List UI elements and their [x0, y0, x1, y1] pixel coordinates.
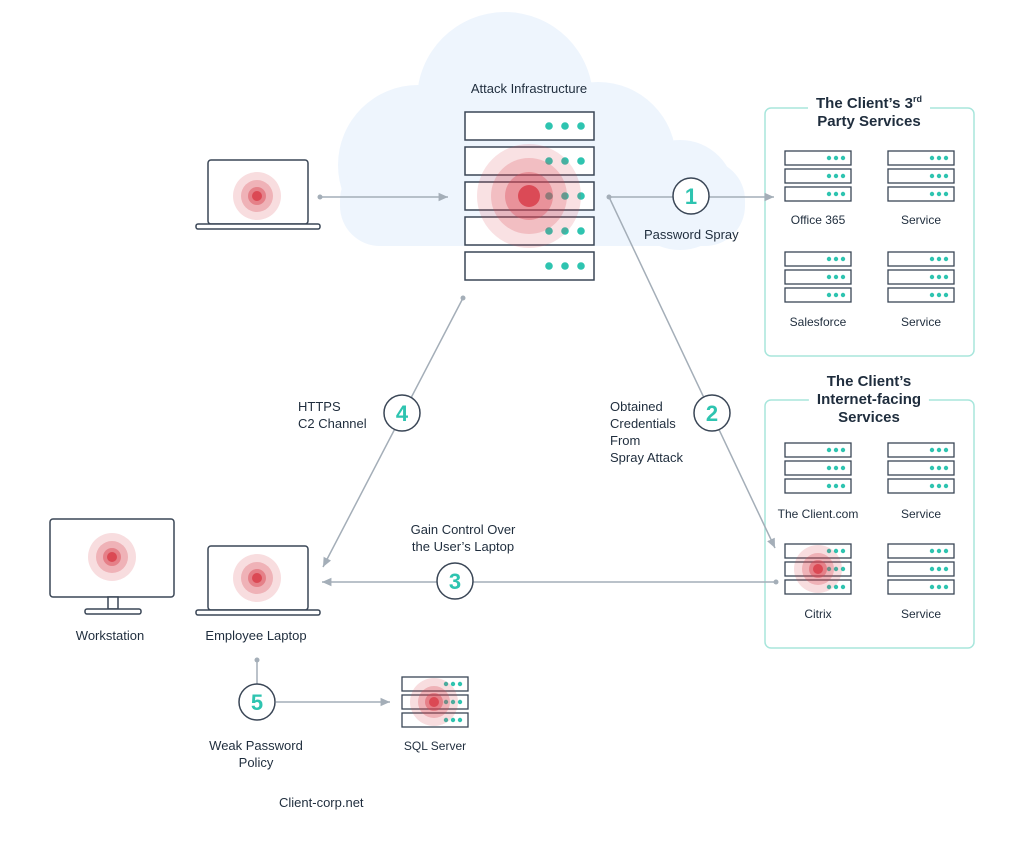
service-label-office365: Office 365 — [790, 213, 846, 227]
service-label-internet-1: Service — [900, 507, 942, 521]
workstation-icon — [49, 518, 175, 615]
step-2-number: 2 — [706, 401, 718, 426]
third-party-title-sup: rd — [912, 94, 922, 104]
internet-title-line1: The Client’s — [826, 373, 912, 390]
employee-laptop-label: Employee Laptop — [205, 628, 307, 643]
internet-service-2-icon — [888, 544, 954, 594]
citrix-target-icon — [794, 545, 842, 593]
service-label-internet-2: Service — [900, 607, 942, 621]
step-2-badge: 2 — [693, 394, 731, 432]
step-1-badge: 1 — [672, 177, 710, 215]
employee-laptop-icon — [195, 545, 321, 616]
step-4-number: 4 — [396, 401, 409, 426]
internet-facing-services-box — [764, 399, 975, 649]
service-label-clientcom: The Client.com — [777, 507, 859, 521]
attack-infrastructure-label: Attack Infrastructure — [470, 81, 588, 96]
internet-facing-services-title: The Client’s Internet-facing Services — [808, 373, 930, 427]
step-circles: 1 2 3 4 5 — [238, 177, 731, 721]
office365-server-icon — [785, 151, 851, 201]
step-5-number: 5 — [251, 690, 263, 715]
sql-target-icon — [410, 678, 458, 726]
workstation-label: Workstation — [75, 628, 145, 643]
service-label-third-party-2: Service — [900, 315, 942, 329]
third-party-service-2-icon — [888, 252, 954, 302]
connector-infrastructure-to-citrix — [608, 196, 776, 549]
step-5-badge: 5 — [238, 683, 276, 721]
step-5-label: Weak Password Policy — [209, 738, 303, 770]
third-party-services-title: The Client’s 3rd Party Services — [808, 90, 930, 131]
clientcom-server-icon — [785, 443, 851, 493]
connector-infrastructure-to-laptop — [322, 297, 464, 568]
third-party-title-line1: The Client’s 3 — [816, 95, 913, 112]
step-3-label: Gain Control Over the User’s Laptop — [410, 522, 516, 554]
step-3-badge: 3 — [436, 562, 474, 600]
network-label: Client-corp.net — [279, 795, 364, 810]
step-1-label: Password Spray — [644, 227, 739, 242]
step-3-number: 3 — [449, 569, 461, 594]
service-label-third-party-1: Service — [900, 213, 942, 227]
connectors — [254, 192, 779, 707]
attack-target-icon — [477, 144, 581, 248]
attacker-laptop-icon — [195, 159, 321, 230]
step-2-label: Obtained Credentials From Spray Attack — [610, 399, 683, 465]
internet-title-line2: Internet-facing — [816, 391, 922, 408]
internet-service-1-icon — [888, 443, 954, 493]
step-4-badge: 4 — [383, 394, 421, 432]
service-label-salesforce: Salesforce — [789, 315, 847, 329]
internet-title-line3: Services — [838, 409, 900, 426]
third-party-service-1-icon — [888, 151, 954, 201]
third-party-title-line2: Party Services — [817, 113, 921, 130]
step-1-number: 1 — [685, 184, 697, 209]
service-label-citrix: Citrix — [804, 607, 832, 621]
sql-server-label: SQL Server — [403, 739, 467, 753]
step-4-label: HTTPS C2 Channel — [298, 399, 367, 431]
salesforce-server-icon — [785, 252, 851, 302]
